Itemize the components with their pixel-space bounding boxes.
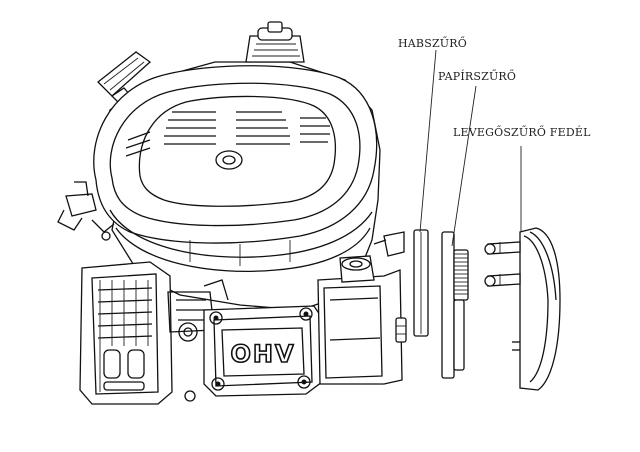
air-filter-cover xyxy=(484,227,561,391)
foam-filter-label: HABSZŰRŐ xyxy=(398,36,467,50)
foam-filter-leader-line xyxy=(419,49,437,233)
shroud-vents xyxy=(125,111,330,157)
throttle-linkage xyxy=(57,181,115,241)
valve-cover-ohv: OHV xyxy=(203,305,323,397)
air-intake-housing xyxy=(317,231,407,385)
starter-hub-icon xyxy=(215,150,243,170)
ohv-badge: OHV xyxy=(230,340,295,368)
fuel-cap-icon xyxy=(245,21,305,63)
paper-filter-label: PAPÍRSZŰRŐ xyxy=(438,69,516,83)
engine-illustration: OHV xyxy=(57,21,407,405)
foam-filter xyxy=(413,229,429,337)
muffler-icon xyxy=(79,261,173,405)
paper-filter xyxy=(441,231,469,379)
paper-filter-leader-line xyxy=(451,85,477,247)
filter-cover-label: LEVEGŐSZŰRŐ FEDÉL xyxy=(453,125,591,139)
